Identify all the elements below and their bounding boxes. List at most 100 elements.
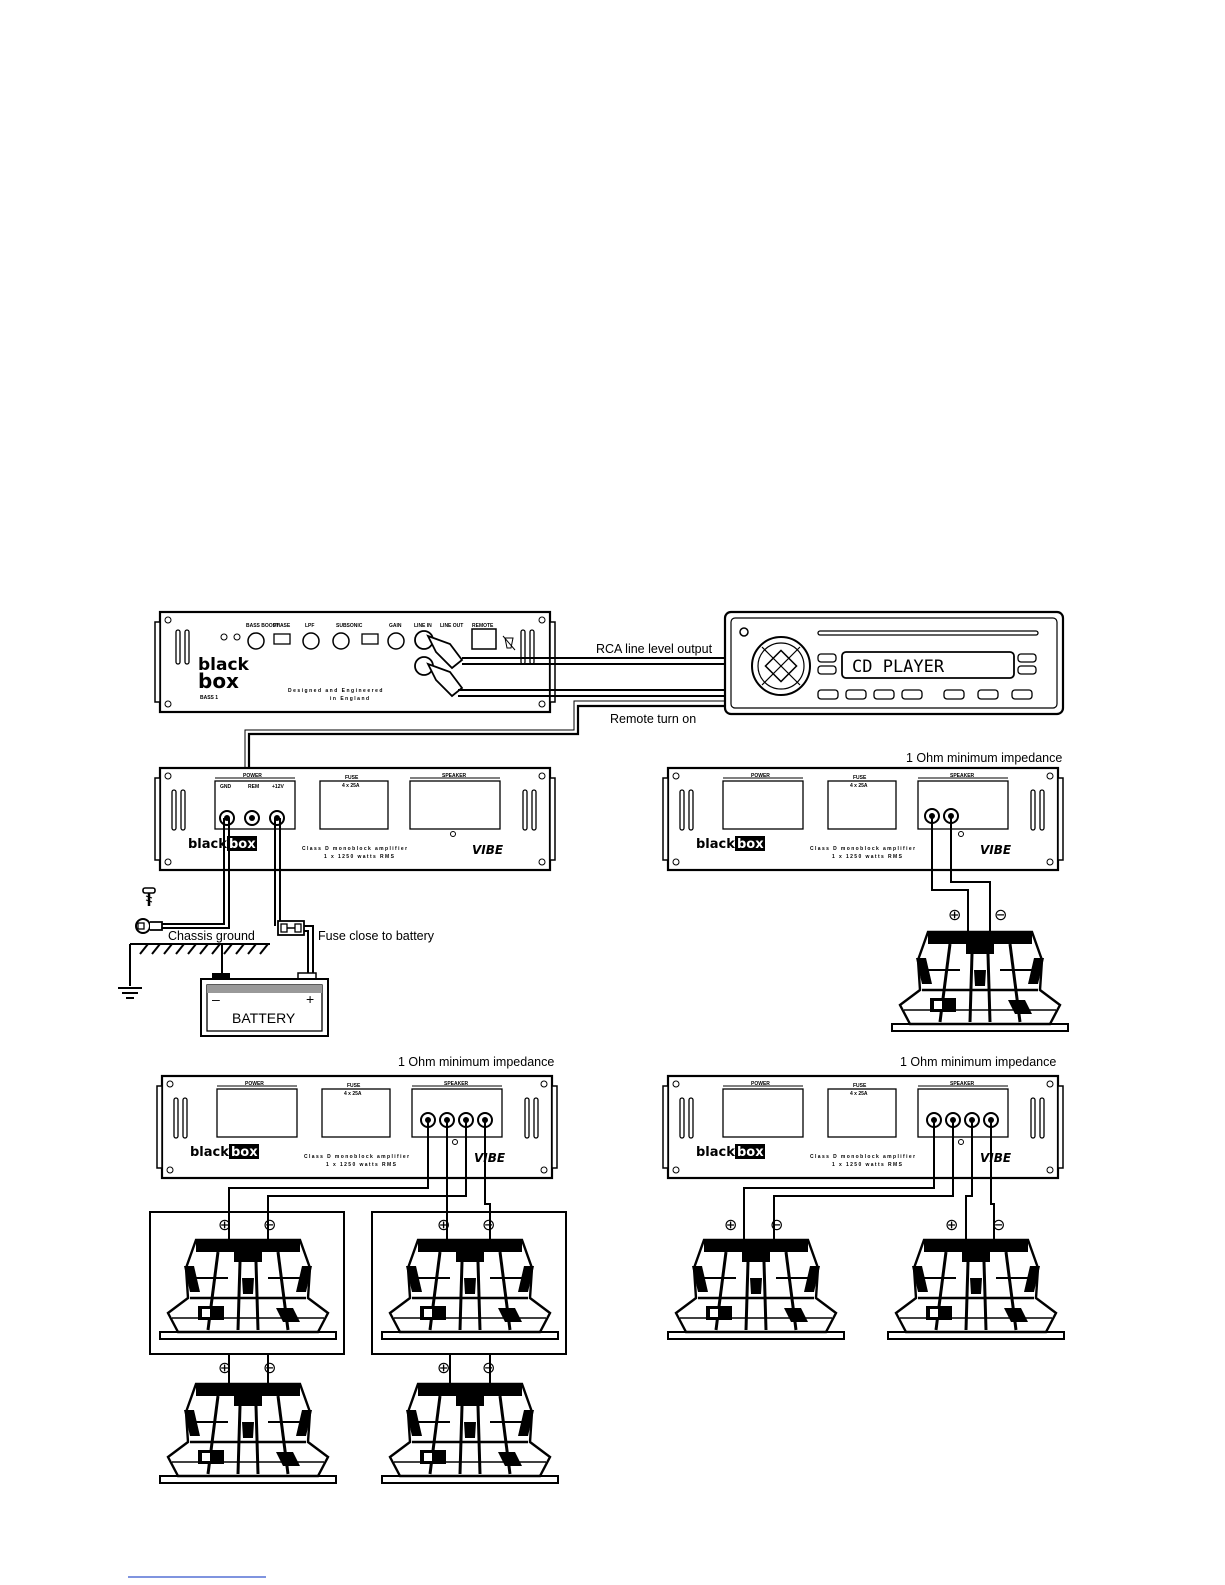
amp-fuse-label: FUSE: [345, 775, 359, 781]
amp-speaker-label: SPEAKER: [950, 773, 975, 779]
amp-speaker-label: SPEAKER: [444, 1081, 469, 1087]
cd-display: [841, 651, 1015, 679]
cd-player-power-led: [739, 627, 749, 637]
bass-unit-tagline-2: in England: [330, 696, 371, 702]
polarity-minus-icon: ⊖: [482, 1358, 495, 1377]
cd-side-button[interactable]: [817, 665, 837, 675]
amp-power-label: POWER: [751, 1081, 770, 1087]
amp-fuse-label: FUSE: [853, 775, 867, 781]
bass-unit-model: BASS 1: [200, 695, 218, 701]
amp-description-2: 1 x 1250 watts RMS: [832, 1162, 903, 1168]
inline-fuse-icon: [277, 920, 305, 936]
amp-fuse-rating: 4 x 25A: [342, 783, 360, 789]
amp-rem-label: REM: [248, 784, 259, 790]
cd-preset-button[interactable]: [873, 689, 895, 700]
polarity-minus-icon: ⊖: [482, 1215, 495, 1234]
amplifier-four-subs: POWER FUSE 4 x 25A SPEAKER black box Cla…: [155, 1074, 559, 1180]
impedance-label-right-bottom: 1 Ohm minimum impedance: [900, 1055, 1056, 1069]
series-pair-frame: [149, 1211, 345, 1355]
polarity-minus-icon: ⊖: [994, 905, 1007, 924]
subsonic-knob[interactable]: [332, 632, 350, 650]
amp-brand: VIBE: [980, 843, 1012, 857]
chassis-ground-symbol: [129, 943, 270, 986]
amp-speaker-label: SPEAKER: [950, 1081, 975, 1087]
cd-slot: [817, 630, 1039, 636]
amp-brand: VIBE: [474, 1151, 506, 1165]
bass-processor-unit: black box BASS 1 Designed and Engineered…: [154, 610, 556, 714]
rca-plug-left: [426, 634, 464, 670]
line-in-label: LINE IN: [414, 623, 432, 629]
amp-logo-black: black: [188, 837, 227, 852]
bass-boost-knob[interactable]: [247, 632, 265, 650]
gain-knob[interactable]: [387, 632, 405, 650]
polarity-minus-icon: ⊖: [263, 1215, 276, 1234]
screw-icon: [142, 887, 156, 906]
subsonic-switch[interactable]: [361, 633, 379, 645]
subwoofer: [886, 1238, 1066, 1341]
amp-logo-box: box: [737, 1145, 764, 1160]
lpf-knob[interactable]: [302, 632, 320, 650]
cd-side-button[interactable]: [1017, 665, 1037, 675]
polarity-minus-icon: ⊖: [263, 1358, 276, 1377]
subwoofer: [380, 1382, 560, 1485]
amp-speaker-label: SPEAKER: [442, 773, 467, 779]
bass-unit-led: [220, 633, 228, 641]
amp-fuse-label: FUSE: [853, 1083, 867, 1089]
amp-power-label: POWER: [243, 773, 262, 779]
remote-label: REMOTE: [472, 623, 494, 629]
amp-description-2: 1 x 1250 watts RMS: [326, 1162, 397, 1168]
ground-wire: [160, 818, 230, 929]
subwoofer: [666, 1238, 846, 1341]
amp-brand: VIBE: [472, 843, 504, 857]
phase-switch[interactable]: [273, 633, 291, 645]
amplifier-main: POWER GND REM +12V FUSE 4 x 25A SPEAKER …: [153, 766, 557, 872]
amp-logo-black: black: [190, 1145, 229, 1160]
cd-side-button[interactable]: [1017, 653, 1037, 663]
cd-preset-button[interactable]: [1011, 689, 1033, 700]
amplifier-single-sub: POWER FUSE 4 x 25A SPEAKER black box Cla…: [661, 766, 1065, 872]
polarity-plus-icon: ⊕: [218, 1358, 231, 1377]
cd-preset-button[interactable]: [901, 689, 923, 700]
amplifier-two-subs: POWER FUSE 4 x 25A SPEAKER black box Cla…: [661, 1074, 1065, 1180]
battery-minus: –: [212, 991, 220, 1007]
polarity-plus-icon: ⊕: [724, 1215, 737, 1234]
amp-logo-box: box: [737, 837, 764, 852]
bass-boost-label: BASS BOOST: [246, 623, 279, 629]
cd-side-button[interactable]: [817, 653, 837, 663]
amp-brand: VIBE: [980, 1151, 1012, 1165]
impedance-label-right-top: 1 Ohm minimum impedance: [906, 751, 1062, 765]
remote-turn-on-wire: [247, 704, 725, 780]
amp-gnd-label: GND: [220, 784, 232, 790]
remote-port[interactable]: [471, 628, 497, 650]
bass-unit-logo-black: black: [198, 655, 250, 675]
positive-power-wire: [274, 818, 314, 976]
amp-description-1: Class D monoblock amplifier: [304, 1154, 410, 1160]
amp-logo-box: box: [231, 1145, 258, 1160]
bass-unit-tagline-1: Designed and Engineered: [288, 688, 384, 694]
remote-label-text: Remote turn on: [610, 712, 696, 726]
rca-plug-right: [426, 662, 464, 698]
earth-ground-icon: [117, 987, 143, 999]
fuse-label: Fuse close to battery: [318, 929, 435, 943]
cd-preset-button[interactable]: [977, 689, 999, 700]
polarity-plus-icon: ⊕: [218, 1215, 231, 1234]
battery-plus: +: [306, 991, 314, 1007]
cd-preset-button[interactable]: [845, 689, 867, 700]
subwoofer: [380, 1238, 560, 1341]
battery-label: BATTERY: [232, 1010, 296, 1026]
polarity-minus-icon: ⊖: [992, 1215, 1005, 1234]
polarity-plus-icon: ⊕: [948, 905, 961, 924]
amp-description-2: 1 x 1250 watts RMS: [832, 854, 903, 860]
battery: – + BATTERY: [200, 972, 329, 1037]
subwoofer: [158, 1238, 338, 1341]
cd-player: CD PLAYER: [723, 610, 1065, 716]
cd-preset-button[interactable]: [817, 689, 839, 700]
cd-preset-button[interactable]: [943, 689, 965, 700]
amp-description-1: Class D monoblock amplifier: [302, 846, 408, 852]
chassis-ground-label: Chassis ground: [168, 929, 255, 943]
amp-fuse-rating: 4 x 25A: [344, 1091, 362, 1097]
phase-label: PHASE: [273, 623, 291, 629]
amp-description-2: 1 x 1250 watts RMS: [324, 854, 395, 860]
series-pair-frame: [371, 1211, 567, 1355]
